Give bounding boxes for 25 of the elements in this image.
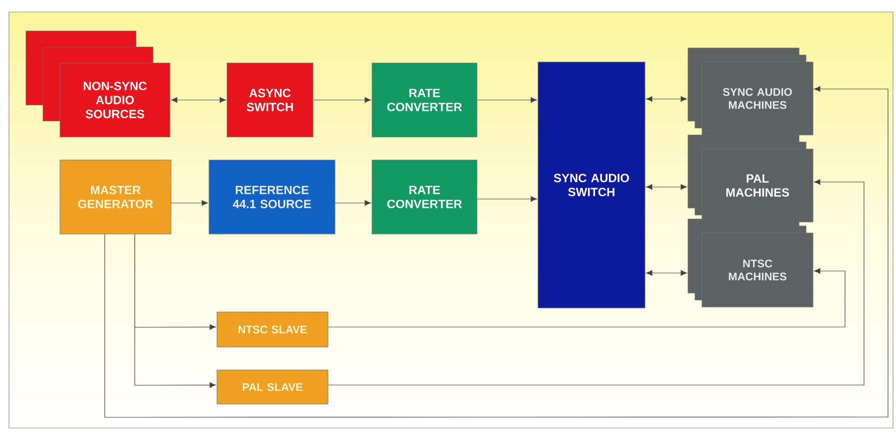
stacked-box: PAL MACHINES — [688, 134, 814, 222]
arrow — [312, 97, 371, 103]
arrow — [170, 200, 208, 206]
arrow — [476, 196, 537, 202]
process-box: RATE CONVERTER — [372, 160, 478, 234]
process-box: NTSC SLAVE — [216, 312, 328, 348]
stacked-box: NTSC MACHINES — [688, 218, 814, 308]
arrow — [646, 184, 687, 190]
process-box: SYNC AUDIO SWITCH — [538, 62, 646, 308]
arrow — [646, 270, 687, 276]
arrow — [134, 234, 216, 388]
process-box: PAL SLAVE — [216, 370, 328, 404]
process-box: MASTER GENERATOR — [60, 160, 172, 234]
arrow — [328, 179, 864, 386]
process-box: RATE CONVERTER — [372, 62, 478, 138]
arrow — [646, 96, 687, 102]
arrow — [104, 86, 888, 418]
stacked-box: NON-SYNC AUDIO SOURCES — [26, 30, 170, 138]
arrow — [171, 97, 226, 103]
stacked-box: SYNC AUDIO MACHINES — [688, 48, 814, 136]
process-box: ASYNC SWITCH — [226, 62, 314, 138]
process-box: REFERENCE 44.1 SOURCE — [208, 160, 336, 234]
arrow — [334, 200, 371, 206]
arrow — [476, 97, 537, 103]
arrow — [328, 268, 846, 328]
